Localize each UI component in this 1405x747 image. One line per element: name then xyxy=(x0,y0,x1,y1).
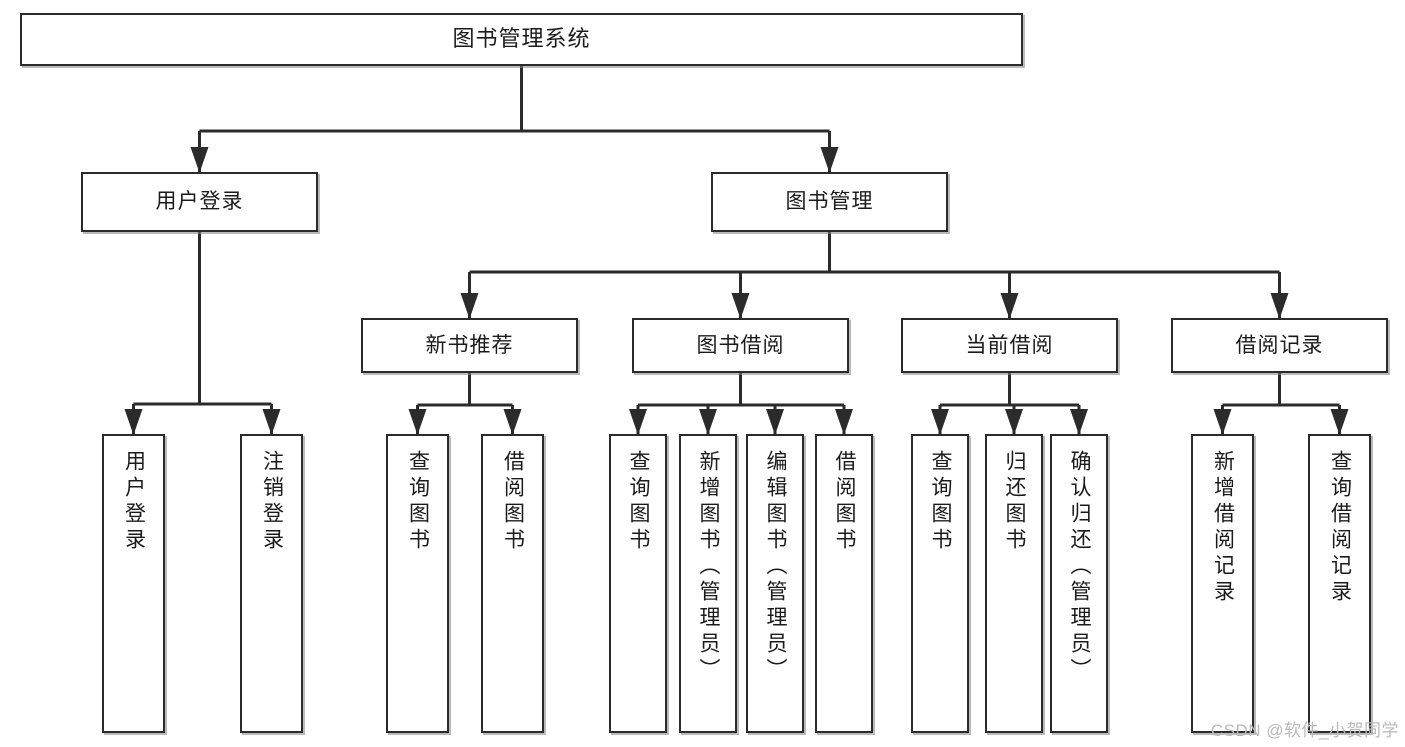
node-label: 查询图书 xyxy=(627,450,651,554)
node-leaf-return-book[interactable]: 归还图书 xyxy=(985,434,1043,733)
node-user-login[interactable]: 用户登录 xyxy=(81,172,318,232)
node-label: 确认归还（管理员） xyxy=(1068,450,1092,684)
node-label: 新书推荐 xyxy=(425,333,514,357)
node-leaf-query-record[interactable]: 查询借阅记录 xyxy=(1308,434,1371,733)
node-leaf-user-login[interactable]: 用户登录 xyxy=(102,434,165,733)
node-label: 查询借阅记录 xyxy=(1328,450,1352,606)
node-leaf-logout[interactable]: 注销登录 xyxy=(240,434,303,733)
node-label: 图书借阅 xyxy=(696,333,785,357)
node-leaf-add-record[interactable]: 新增借阅记录 xyxy=(1191,434,1254,733)
node-root-system[interactable]: 图书管理系统 xyxy=(20,13,1023,66)
node-label: 当前借阅 xyxy=(965,333,1054,357)
node-label: 查询图书 xyxy=(406,450,430,554)
node-label: 借阅记录 xyxy=(1235,333,1324,357)
node-label: 编辑图书（管理员） xyxy=(764,450,788,684)
node-new-book-recommend[interactable]: 新书推荐 xyxy=(361,318,578,373)
node-label: 新增借阅记录 xyxy=(1211,450,1235,606)
node-label: 查询图书 xyxy=(929,450,953,554)
node-leaf-add-book[interactable]: 新增图书（管理员） xyxy=(679,434,737,733)
node-borrow-record[interactable]: 借阅记录 xyxy=(1171,318,1388,373)
node-label: 用户登录 xyxy=(155,190,244,214)
node-leaf-edit-book[interactable]: 编辑图书（管理员） xyxy=(746,434,804,733)
node-leaf-query-book-2[interactable]: 查询图书 xyxy=(609,434,667,733)
node-label: 新增图书（管理员） xyxy=(697,450,721,684)
node-label: 图书管理系统 xyxy=(452,26,591,52)
node-leaf-query-book-3[interactable]: 查询图书 xyxy=(911,434,969,733)
node-leaf-confirm-return[interactable]: 确认归还（管理员） xyxy=(1050,434,1108,733)
node-leaf-borrow-book-1[interactable]: 借阅图书 xyxy=(481,434,544,733)
node-label: 借阅图书 xyxy=(501,450,525,554)
node-book-borrow[interactable]: 图书借阅 xyxy=(632,318,849,373)
node-leaf-borrow-book-2[interactable]: 借阅图书 xyxy=(815,434,873,733)
node-label: 归还图书 xyxy=(1003,450,1027,554)
node-book-manage[interactable]: 图书管理 xyxy=(711,172,948,232)
node-leaf-query-book-1[interactable]: 查询图书 xyxy=(386,434,449,733)
node-label: 用户登录 xyxy=(122,450,146,554)
node-label: 图书管理 xyxy=(785,190,874,214)
node-current-borrow[interactable]: 当前借阅 xyxy=(901,318,1118,373)
watermark-text: CSDN @软件_小贺同学 xyxy=(1210,721,1399,740)
node-label: 注销登录 xyxy=(260,450,284,554)
node-label: 借阅图书 xyxy=(833,450,857,554)
